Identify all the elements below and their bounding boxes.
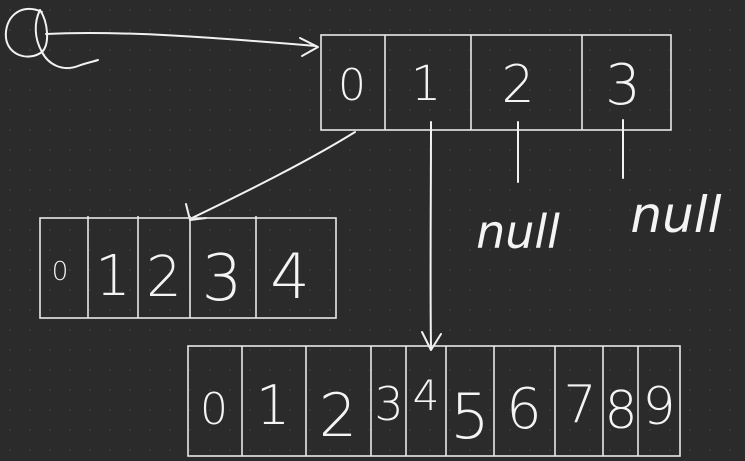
top-to-bottom-array-arrow xyxy=(421,121,442,351)
left-array-index-4: 4 xyxy=(270,240,309,313)
bottom-array: 0 1 2 3 4 5 6 7 8 9 xyxy=(187,345,681,457)
top-to-left-array-arrow xyxy=(185,131,356,221)
top-array-index-0: 0 xyxy=(338,60,366,111)
bottom-array-index-7: 7 xyxy=(563,375,596,435)
top-array: 0 1 2 3 xyxy=(320,34,672,131)
left-array: 0 1 2 3 4 xyxy=(39,216,337,319)
top-array-index-1: 1 xyxy=(411,56,442,112)
left-array-index-0: 0 xyxy=(52,257,69,287)
root-to-top-array-arrow xyxy=(45,31,319,57)
null-pointers: null null xyxy=(476,119,722,259)
null-label-3: null xyxy=(630,186,721,244)
null-label-2: null xyxy=(476,205,560,259)
top-array-frame xyxy=(320,34,672,131)
bottom-array-index-3: 3 xyxy=(374,377,403,431)
left-array-index-3: 3 xyxy=(202,242,243,316)
bottom-array-index-8: 8 xyxy=(604,381,637,441)
bottom-array-index-0: 0 xyxy=(200,384,228,435)
root-reference-scribble xyxy=(4,7,99,70)
bottom-array-index-9: 9 xyxy=(642,377,675,437)
bottom-array-index-2: 2 xyxy=(319,381,357,451)
bottom-array-frame xyxy=(187,345,681,457)
bottom-array-index-1: 1 xyxy=(256,374,290,437)
left-array-frame xyxy=(39,217,337,319)
left-array-index-2: 2 xyxy=(146,245,182,310)
bottom-array-index-6: 6 xyxy=(506,377,542,442)
bottom-array-index-4: 4 xyxy=(413,371,440,420)
left-array-index-1: 1 xyxy=(95,244,131,309)
top-array-index-2: 2 xyxy=(501,55,534,115)
top-array-index-3: 3 xyxy=(605,53,641,118)
bottom-array-index-5: 5 xyxy=(450,380,489,453)
